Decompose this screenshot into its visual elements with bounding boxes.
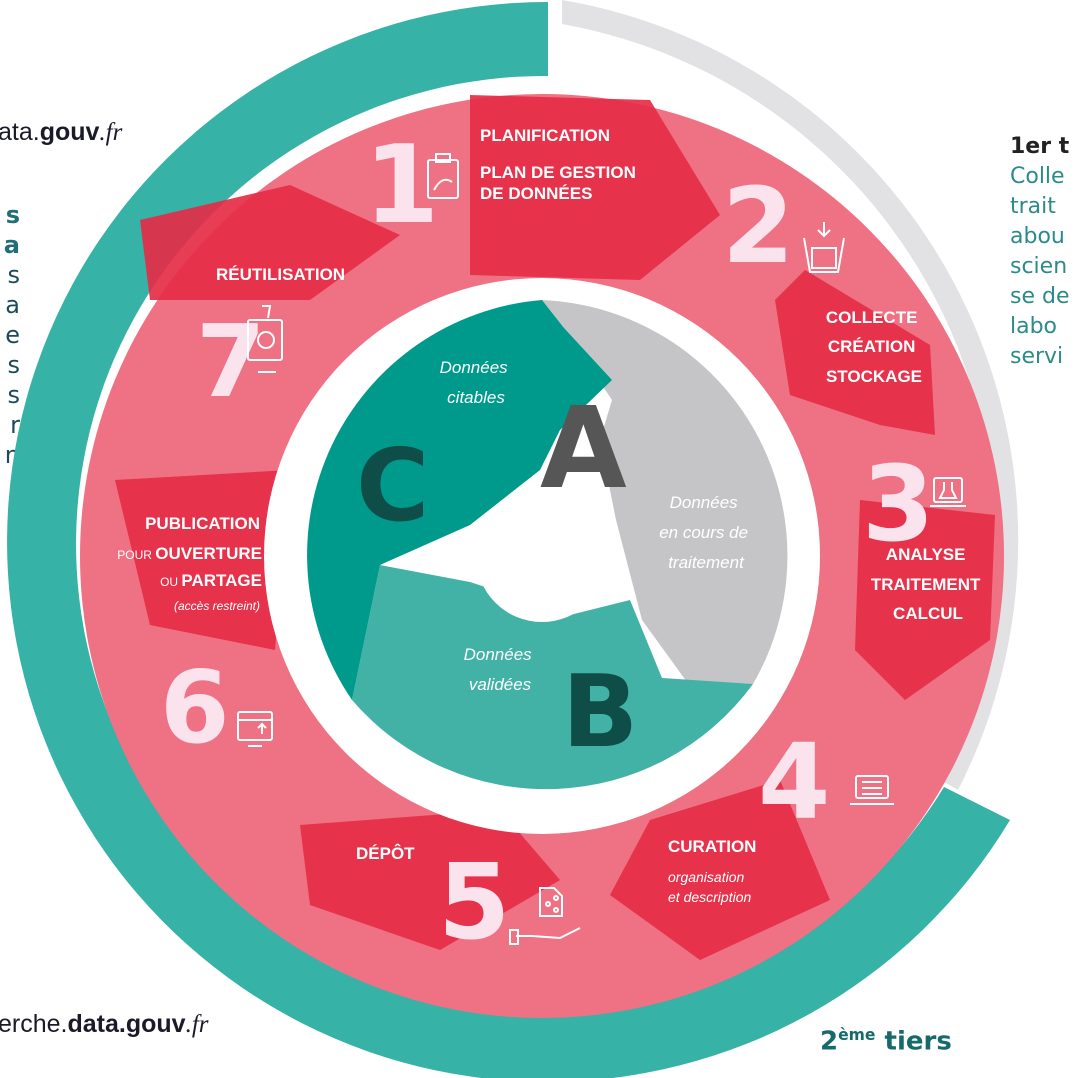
inner-letter-A: A: [540, 384, 627, 514]
laptop-grid-icon: [850, 775, 894, 805]
lab-computer-icon: [930, 477, 966, 507]
inner-letter-C: C: [356, 427, 429, 544]
brand-bottom-prefix: erche.: [0, 1010, 68, 1038]
right-line: labo: [1010, 314, 1058, 339]
arrow-step-1: [470, 95, 720, 280]
step-6-label: PUBLICATION: [145, 514, 260, 533]
right-heading: 1er t: [1010, 134, 1070, 159]
monitor-flask-icon: [247, 305, 283, 373]
inner-C-label: Données citables: [440, 358, 513, 407]
storage-box-icon: [803, 222, 845, 273]
right-line: abou: [1010, 224, 1065, 249]
arrow-step-6: [115, 470, 290, 650]
brand-bottom-fr: .fr: [185, 1011, 209, 1038]
tier-2-rest: tiers: [875, 1026, 952, 1057]
tier-2-number: 2: [820, 1026, 839, 1057]
inner-segment-A: [542, 300, 788, 700]
left-line: a: [3, 231, 20, 259]
step-number-1: 1: [364, 123, 439, 248]
brand-top: ata.gouv.fr: [0, 118, 122, 147]
hand-document-share-icon: [509, 887, 581, 945]
step-number-4: 4: [758, 721, 830, 843]
step-3-label: ANALYSE TRAITEMENT CALCUL: [871, 545, 985, 623]
left-line: s: [7, 351, 20, 379]
brand-top-prefix: ata.: [0, 118, 40, 146]
right-line: scien: [1010, 254, 1068, 279]
step-number-3: 3: [862, 443, 934, 565]
step-5-label: DÉPÔT: [356, 844, 415, 863]
step-7-label: RÉUTILISATION: [216, 265, 345, 284]
arrow-step-4: [610, 780, 830, 960]
arrow-step-7: [140, 185, 400, 300]
step-1-label: PLANIFICATION PLAN DE GESTION DE DONNÉES: [480, 126, 641, 203]
inner-letter-B: B: [562, 653, 638, 770]
arrow-step-3: [855, 500, 995, 700]
arrow-step-5: [300, 810, 560, 950]
left-line: r: [10, 411, 20, 439]
tier-2-label: 2ème tiers: [820, 1026, 952, 1057]
right-line: servi: [1010, 344, 1064, 369]
step-4-label: CURATION: [668, 837, 756, 856]
step-number-5: 5: [438, 841, 510, 963]
inner-hole: [476, 490, 608, 622]
left-line: e: [5, 321, 20, 349]
arrow-step-2: [775, 270, 935, 435]
brand-top-bold: gouv: [39, 118, 100, 146]
inner-segment-B: [352, 565, 753, 790]
left-line: s: [5, 201, 20, 229]
step-4-sublabel: organisation et description: [668, 869, 751, 905]
brand-top-fr: .fr: [99, 119, 123, 146]
left-line: s: [7, 381, 20, 409]
tier-2-sup: ème: [838, 1026, 876, 1044]
right-line: se de: [1010, 284, 1070, 309]
inner-A-label: Données en cours de traitement: [659, 493, 753, 572]
right-line: trait: [1010, 194, 1056, 219]
brand-bottom: erche.data.gouv.fr: [0, 1010, 209, 1039]
left-line: a: [5, 291, 20, 319]
step-6-note: (accès restreint): [174, 599, 260, 613]
step-number-6: 6: [160, 649, 230, 766]
right-line: Colle: [1010, 164, 1065, 189]
step-number-7: 7: [196, 303, 266, 420]
step-number-2: 2: [722, 165, 794, 287]
step-2-label: COLLECTE CRÉATION STOCKAGE: [826, 308, 922, 386]
step-6-line2: POUR OUVERTURE: [117, 544, 262, 563]
brand-bottom-bold: data.gouv: [67, 1010, 186, 1038]
clipboard-plan-icon: [427, 153, 459, 199]
inner-B-label: Données validées: [464, 645, 537, 694]
step-6-line3: OU PARTAGE: [160, 571, 262, 590]
left-line: s: [7, 261, 20, 289]
browser-upload-icon: [237, 711, 273, 747]
inner-segment-C: [307, 300, 612, 700]
right-paragraph: 1er t Colle trait abou scien se de labo …: [1010, 132, 1070, 372]
